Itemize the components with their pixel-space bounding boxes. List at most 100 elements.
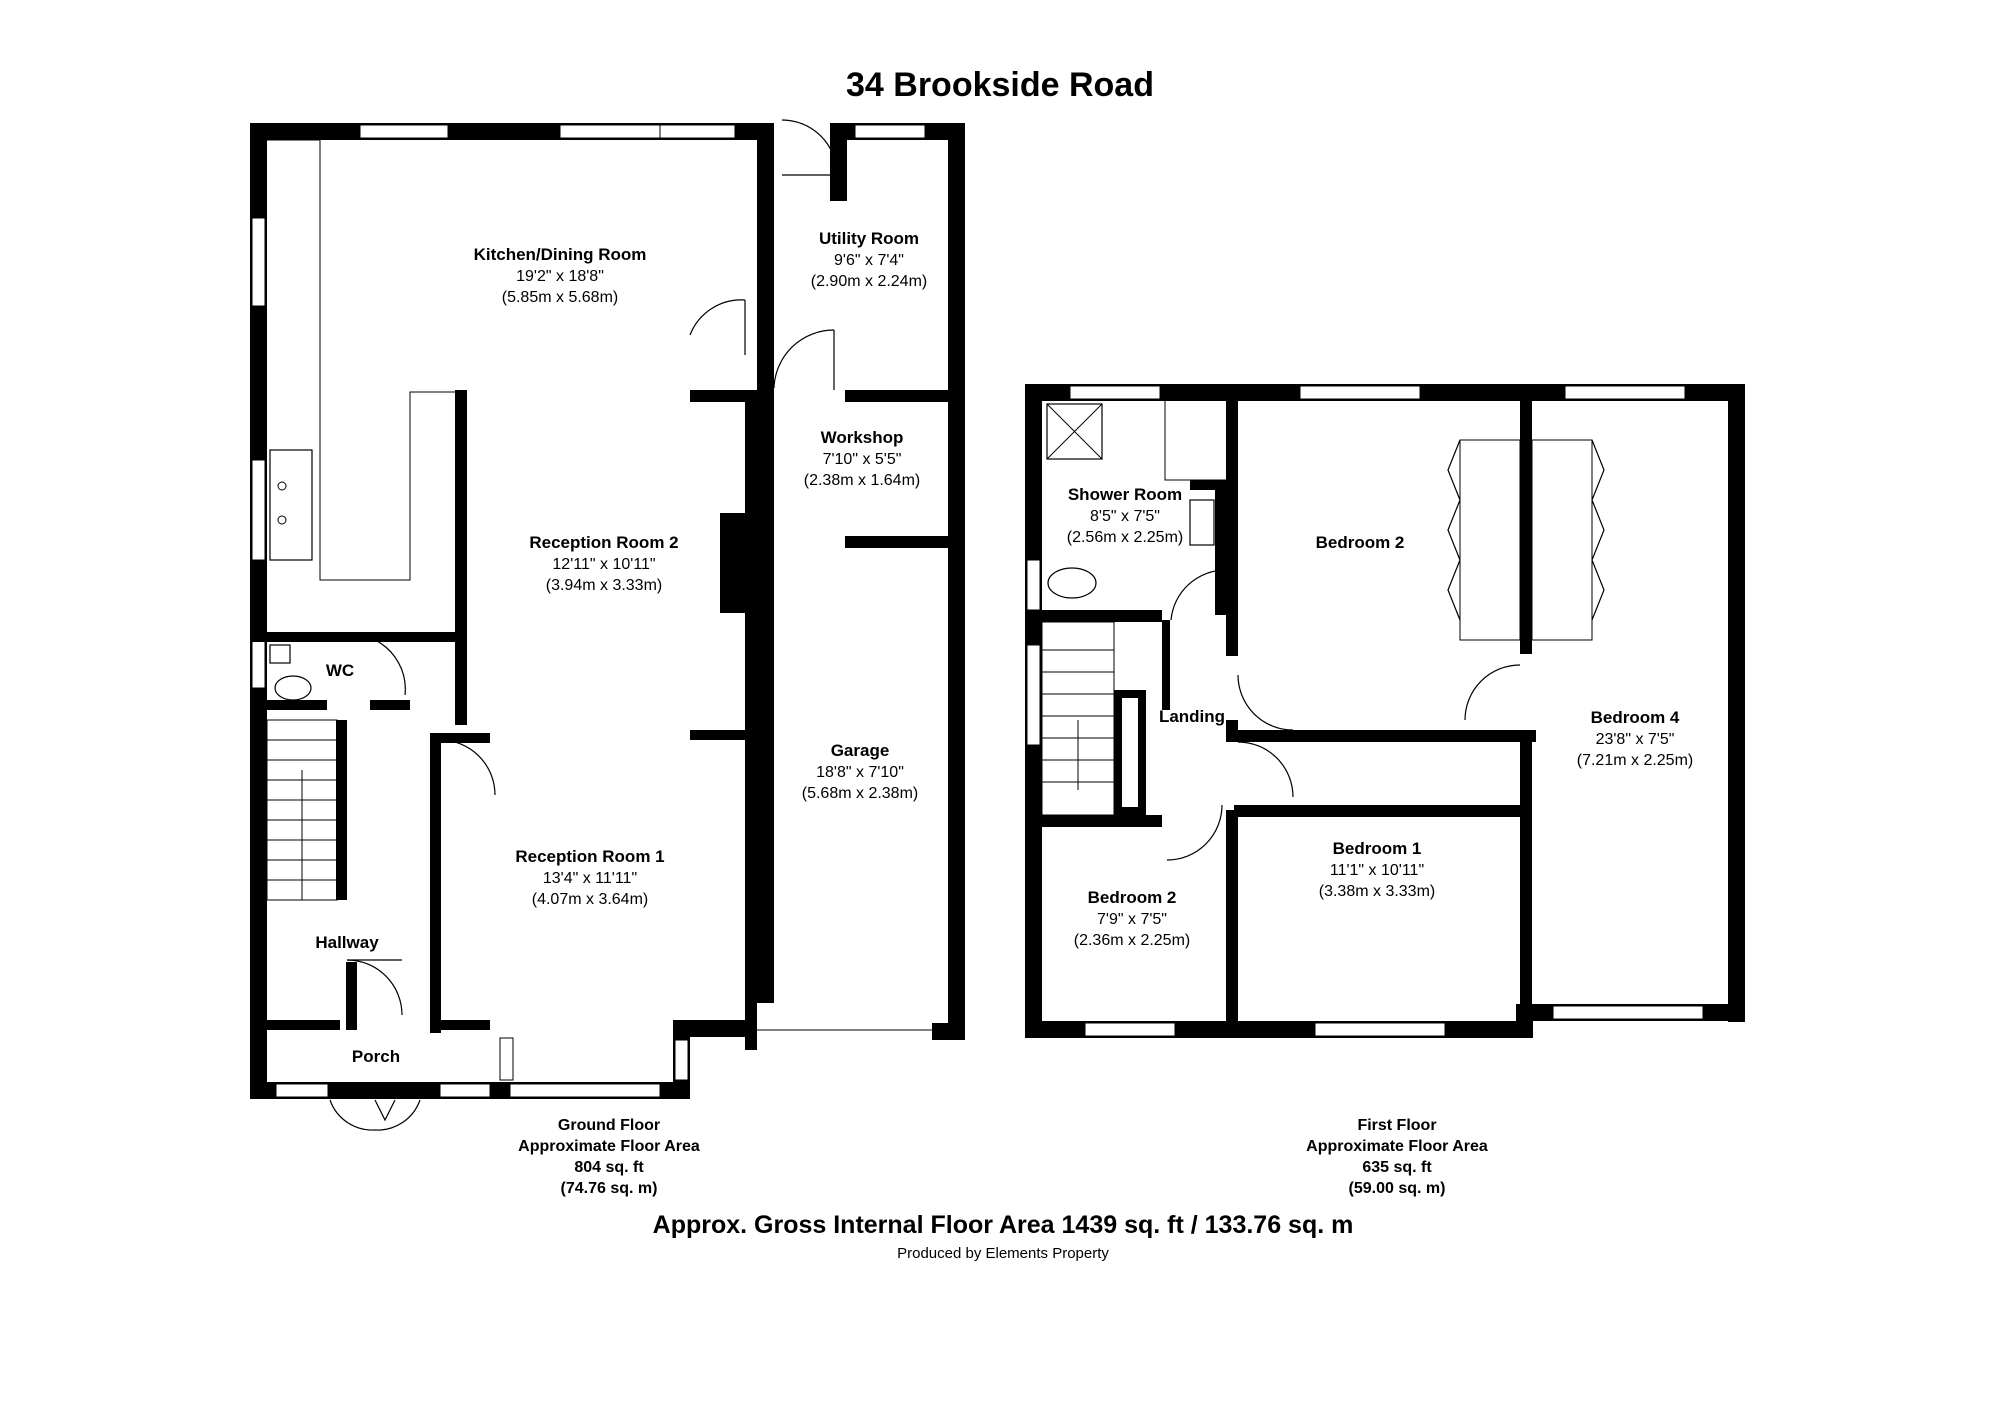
total-floor-area: Approx. Gross Internal Floor Area 1439 s… — [653, 1211, 1354, 1239]
window — [359, 124, 449, 139]
wall — [336, 720, 347, 900]
door-swing — [1237, 741, 1294, 798]
room-size-imperial: 11'1" x 10'11" — [1330, 862, 1424, 879]
front-door — [374, 1099, 396, 1122]
room-name: Garage — [831, 741, 890, 760]
wardrobe — [1459, 439, 1521, 641]
door-swing — [1170, 569, 1227, 621]
wash-basin — [1189, 499, 1215, 546]
wall — [250, 632, 467, 642]
wall — [745, 390, 757, 1050]
window — [251, 217, 266, 307]
wardrobe-door — [1447, 439, 1461, 621]
wall — [1234, 805, 1529, 817]
window — [1552, 1005, 1704, 1020]
door-swing — [1464, 664, 1521, 721]
door-swing — [1166, 804, 1223, 861]
room-name: Bedroom 1 — [1333, 839, 1422, 858]
floor-area-sqm: (59.00 sq. m) — [1349, 1180, 1446, 1197]
sink-tap — [277, 481, 287, 491]
room-size-metric: (4.07m x 3.64m) — [532, 891, 648, 908]
window — [854, 124, 926, 139]
window — [1026, 559, 1041, 611]
room-size-imperial: 7'9" x 7'5" — [1097, 911, 1167, 928]
room-size-metric: (2.38m x 1.64m) — [804, 472, 920, 489]
window — [499, 1037, 514, 1081]
floor-area-sqm: (74.76 sq. m) — [561, 1180, 658, 1197]
door-swing — [439, 739, 496, 796]
room-name: WC — [326, 661, 354, 680]
wardrobe-door — [1591, 439, 1605, 621]
door-swing — [346, 959, 403, 1016]
wall — [250, 1020, 340, 1030]
first-floor-plan — [1025, 384, 1745, 1038]
page-title: 34 Brookside Road — [846, 66, 1154, 104]
window — [275, 1083, 329, 1098]
room-name: Hallway — [315, 933, 379, 952]
front-door-swing — [329, 1099, 376, 1131]
wall — [690, 390, 745, 402]
door-swing — [1237, 674, 1294, 731]
room-size-imperial: 8'5" x 7'5" — [1090, 508, 1160, 525]
wardrobe — [1531, 439, 1593, 641]
door-swing — [781, 119, 838, 176]
ground-floor-plan — [250, 119, 965, 1131]
wall — [845, 536, 965, 548]
stair-well — [1122, 698, 1138, 807]
staircase — [1041, 621, 1115, 816]
room-name: Utility Room — [819, 229, 919, 248]
window — [559, 124, 661, 139]
room-size-imperial: 23'8" x 7'5" — [1596, 731, 1675, 748]
sink-tap — [277, 515, 287, 525]
window — [1026, 644, 1041, 746]
wall — [1520, 730, 1532, 1020]
wall — [757, 393, 774, 1003]
room-name: Shower Room — [1068, 485, 1182, 504]
room-size-metric: (3.38m x 3.33m) — [1319, 883, 1435, 900]
wall — [757, 123, 774, 393]
room-name: Kitchen/Dining Room — [474, 245, 647, 264]
room-name: Landing — [1159, 707, 1225, 726]
door-swing — [689, 299, 746, 336]
wall — [932, 1023, 965, 1040]
wall — [1162, 620, 1170, 710]
room-name: Bedroom 2 — [1316, 533, 1405, 552]
wall — [1226, 730, 1536, 742]
room-name: Porch — [352, 1047, 400, 1066]
wash-basin — [269, 644, 291, 664]
wall — [430, 1020, 490, 1030]
kitchen-worktop — [267, 139, 455, 581]
toilet — [274, 675, 312, 701]
wall — [430, 733, 490, 743]
wall — [1226, 384, 1238, 656]
room-size-metric: (2.56m x 2.25m) — [1067, 529, 1183, 546]
wall — [757, 536, 774, 546]
floor-area-sqft: 635 sq. ft — [1362, 1159, 1432, 1176]
wall — [455, 390, 467, 720]
window — [1299, 385, 1421, 400]
wall — [1042, 610, 1162, 622]
window — [439, 1083, 491, 1098]
wall — [690, 730, 745, 740]
room-size-imperial: 9'6" x 7'4" — [834, 252, 904, 269]
room-name: Workshop — [821, 428, 904, 447]
room-name: Reception Room 2 — [529, 533, 678, 552]
room-size-imperial: 18'8" x 7'10" — [816, 764, 904, 781]
window — [1314, 1022, 1446, 1037]
floor-label: Ground Floor — [558, 1117, 660, 1134]
wall — [250, 123, 267, 1099]
window — [659, 124, 736, 139]
wall — [1728, 384, 1745, 1022]
window — [1069, 385, 1161, 400]
room-size-imperial: 7'10" x 5'5" — [823, 451, 902, 468]
wall — [1520, 384, 1532, 654]
floor-area-label: Approximate Floor Area — [518, 1138, 700, 1155]
window — [509, 1083, 661, 1098]
room-name: Bedroom 2 — [1088, 888, 1177, 907]
wall — [250, 700, 327, 710]
wall — [1190, 480, 1226, 490]
cupboard — [1164, 401, 1226, 481]
chimney-breast — [720, 513, 745, 613]
floor-area-sqft: 804 sq. ft — [574, 1159, 644, 1176]
